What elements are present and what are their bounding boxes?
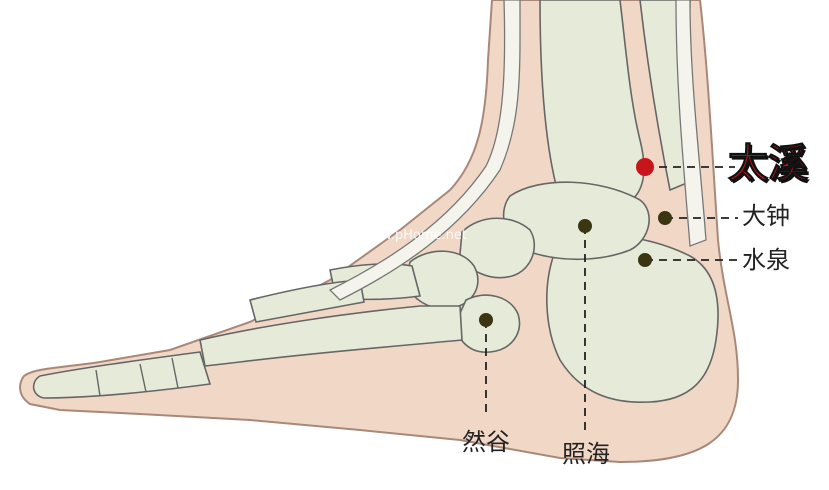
metatarsal-1 bbox=[199, 305, 463, 367]
label-shuiquan: 水泉 bbox=[742, 246, 790, 274]
label-dazhong: 大钟 bbox=[742, 202, 790, 230]
phalanges bbox=[32, 351, 212, 399]
acupoint-rangu bbox=[479, 313, 493, 327]
tibia-bone bbox=[539, 0, 645, 207]
acupoint-dazhong bbox=[658, 211, 672, 225]
calcaneus-bone bbox=[546, 234, 719, 403]
watermark-text: www.pHome.net bbox=[360, 228, 467, 243]
tendon-front bbox=[328, 0, 521, 301]
tendon-achilles bbox=[675, 0, 707, 247]
acupoint-shuiquan bbox=[638, 253, 652, 267]
acupoint-zhaohai bbox=[578, 219, 592, 233]
label-rangu: 然谷 bbox=[462, 428, 510, 456]
acupoint-taixi bbox=[636, 158, 654, 176]
guide-lines bbox=[485, 166, 738, 430]
label-taixi: 太溪 bbox=[728, 141, 809, 187]
toe-joint-lines bbox=[95, 357, 179, 397]
label-zhaohai: 照海 bbox=[562, 440, 610, 468]
cuneiform-bone bbox=[405, 250, 479, 310]
